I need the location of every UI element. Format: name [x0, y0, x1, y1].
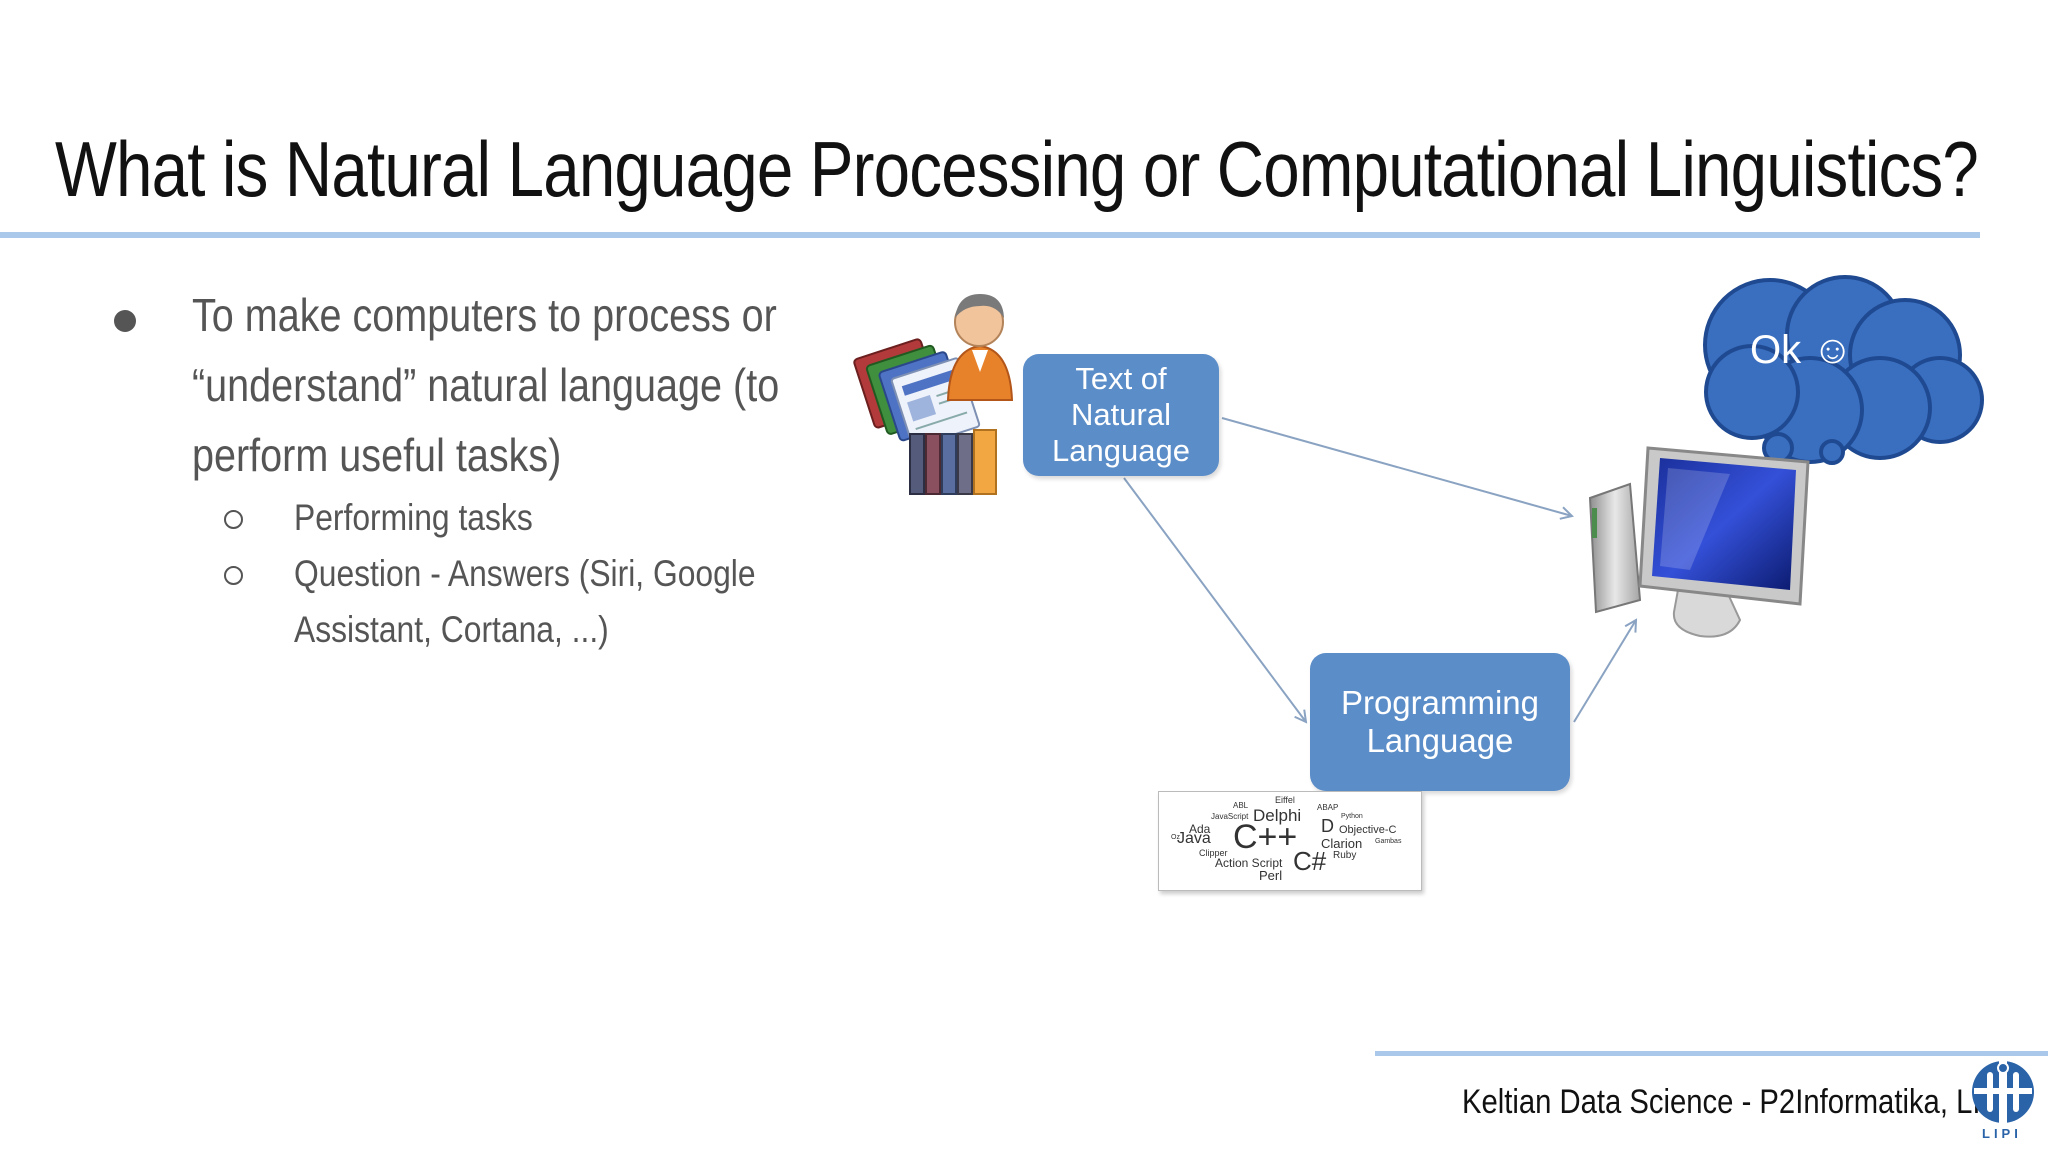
sub-bullet-item: Question - Answers (Siri, Google Assista… [110, 546, 850, 658]
logo-label: LIPI [1982, 1126, 2022, 1141]
sub-bullet-text: Question - Answers (Siri, Google Assista… [294, 553, 756, 650]
word-cloud-term: Action Script [1215, 856, 1283, 870]
computer-icon [1588, 446, 1810, 638]
natural-language-box: Text of Natural Language [1023, 354, 1219, 476]
thought-cloud-icon [1703, 275, 1984, 465]
bullet-dot-icon [114, 310, 136, 332]
bullet-list: To make computers to process or “underst… [110, 280, 850, 658]
bullet-item: To make computers to process or “underst… [110, 280, 850, 490]
programming-language-box: Programming Language [1310, 653, 1570, 791]
word-cloud-term: C++ [1233, 818, 1298, 856]
lipi-logo-icon [1972, 1061, 2034, 1123]
footer-credit: Keltian Data Science - P2Informatika, LI… [1462, 1083, 2009, 1121]
title-divider [0, 232, 1980, 238]
sub-bullet-text: Performing tasks [294, 497, 533, 538]
word-cloud-term: Eiffel [1275, 795, 1295, 805]
footer-divider [1375, 1051, 2048, 1056]
word-cloud-term: JavaScript [1211, 812, 1249, 821]
word-cloud-term: ABAP [1317, 803, 1339, 812]
books-icon [909, 429, 997, 495]
word-cloud-term: Gambas [1375, 838, 1402, 845]
word-cloud-term: Java [1177, 830, 1211, 847]
word-cloud-term: Ruby [1333, 850, 1357, 861]
programming-languages-word-cloud: Eiffel ABL ABAP JavaScript Delphi Python… [1158, 791, 1422, 891]
word-cloud-term: Delphi [1253, 806, 1302, 825]
word-cloud-term: Python [1341, 813, 1363, 820]
speech-bubble-text: Ok ☺ [1750, 328, 1854, 372]
sub-bullet-circle-icon [224, 566, 243, 585]
word-cloud-term: Perl [1259, 868, 1283, 883]
slide-title: What is Natural Language Processing or C… [55, 125, 1979, 213]
word-cloud-term: Clipper [1199, 848, 1228, 858]
word-cloud-term: Objective-C [1339, 824, 1397, 836]
person-documents-icon [853, 294, 1014, 448]
word-cloud-term: Clarion [1321, 836, 1363, 851]
sub-bullet-circle-icon [224, 510, 243, 529]
word-cloud-term: D [1321, 816, 1334, 836]
arrows [1123, 417, 1636, 722]
word-cloud-term: Ada [1189, 822, 1211, 836]
word-cloud-term: C# [1293, 846, 1327, 876]
word-cloud-term: ABL [1233, 801, 1249, 810]
word-cloud-term: Oz [1171, 834, 1180, 841]
bullet-text: To make computers to process or “underst… [192, 289, 780, 481]
sub-bullet-item: Performing tasks [110, 490, 850, 546]
